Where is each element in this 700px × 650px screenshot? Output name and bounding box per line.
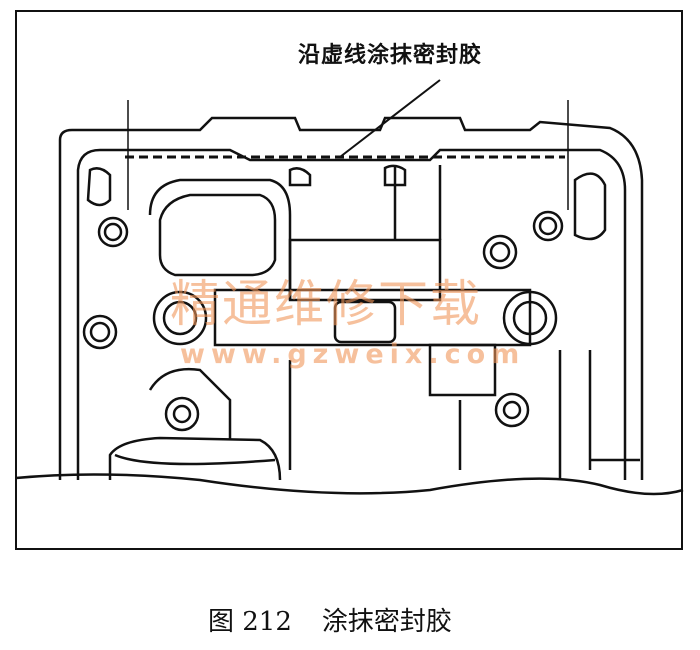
callout-label: 沿虚线涂抹密封胶 <box>298 43 483 68</box>
housing-recesses <box>86 164 607 397</box>
lower-components <box>108 350 640 481</box>
housing-inner <box>76 148 627 480</box>
callout-leader <box>339 79 441 158</box>
housing-outline <box>58 116 644 480</box>
diagram-frame <box>15 10 683 550</box>
figure-number: 图 212 <box>208 607 292 637</box>
watermark-text: 精通维修下载 <box>170 275 482 333</box>
figure-caption: 图 212 涂抹密封胶 <box>208 606 482 638</box>
figure-title: 涂抹密封胶 <box>321 607 452 637</box>
watermark-url: www.gzweix.com <box>180 339 526 370</box>
break-line <box>15 473 684 496</box>
